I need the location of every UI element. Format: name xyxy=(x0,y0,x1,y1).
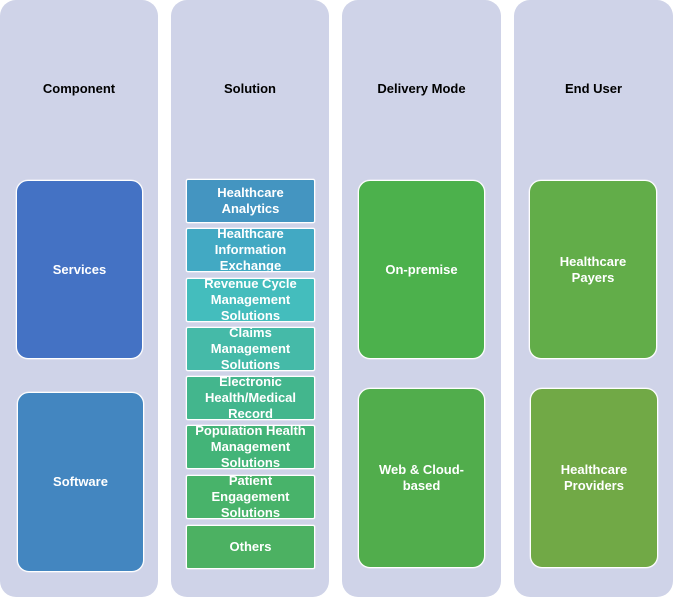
component-services-box: Services xyxy=(16,180,143,359)
box-label: Patient Engagement Solutions xyxy=(211,475,290,519)
box-label: Services xyxy=(52,261,107,277)
end-user-column: End User Healthcare Payers Healthcare Pr… xyxy=(514,0,673,597)
end-user-providers-box: Healthcare Providers xyxy=(530,388,658,568)
box-label: Claims Management Solutions xyxy=(210,327,291,371)
box-label: Healthcare Analytics xyxy=(217,185,284,216)
solution-electronic-health-record-box: Electronic Health/Medical Record xyxy=(186,376,315,420)
box-label: Web & Cloud-based xyxy=(379,462,464,493)
box-label: Revenue Cycle Management Solutions xyxy=(204,278,297,322)
delivery-mode-column: Delivery Mode On-premise Web & Cloud-bas… xyxy=(342,0,501,597)
solution-health-information-exchange-box: Healthcare Information Exchange xyxy=(186,228,315,272)
column-heading-end-user: End User xyxy=(564,81,623,96)
end-user-payers-box: Healthcare Payers xyxy=(529,180,657,359)
box-label: On-premise xyxy=(385,261,458,277)
solution-population-health-box: Population Health Management Solutions xyxy=(186,425,315,469)
delivery-on-premise-box: On-premise xyxy=(358,180,485,359)
box-label: Healthcare Providers xyxy=(560,462,628,493)
box-label: Others xyxy=(229,539,272,554)
box-label: Electronic Health/Medical Record xyxy=(204,376,297,420)
solution-revenue-cycle-box: Revenue Cycle Management Solutions xyxy=(186,278,315,322)
box-label: Healthcare Information Exchange xyxy=(214,228,287,272)
solution-claims-management-box: Claims Management Solutions xyxy=(186,327,315,371)
solution-others-box: Others xyxy=(186,525,315,569)
box-label: Healthcare Payers xyxy=(559,253,627,285)
component-software-box: Software xyxy=(17,392,144,572)
column-heading-delivery-mode: Delivery Mode xyxy=(377,81,466,96)
solution-healthcare-analytics-box: Healthcare Analytics xyxy=(186,179,315,223)
delivery-web-cloud-box: Web & Cloud-based xyxy=(358,388,485,568)
column-heading-solution: Solution xyxy=(224,81,276,96)
box-label: Population Health Management Solutions xyxy=(195,425,306,469)
box-label: Software xyxy=(53,474,108,489)
solution-patient-engagement-box: Patient Engagement Solutions xyxy=(186,475,315,519)
component-column: Component Services Software xyxy=(0,0,158,597)
solution-column: Solution Healthcare Analytics Healthcare… xyxy=(171,0,329,597)
column-heading-component: Component xyxy=(42,81,116,96)
